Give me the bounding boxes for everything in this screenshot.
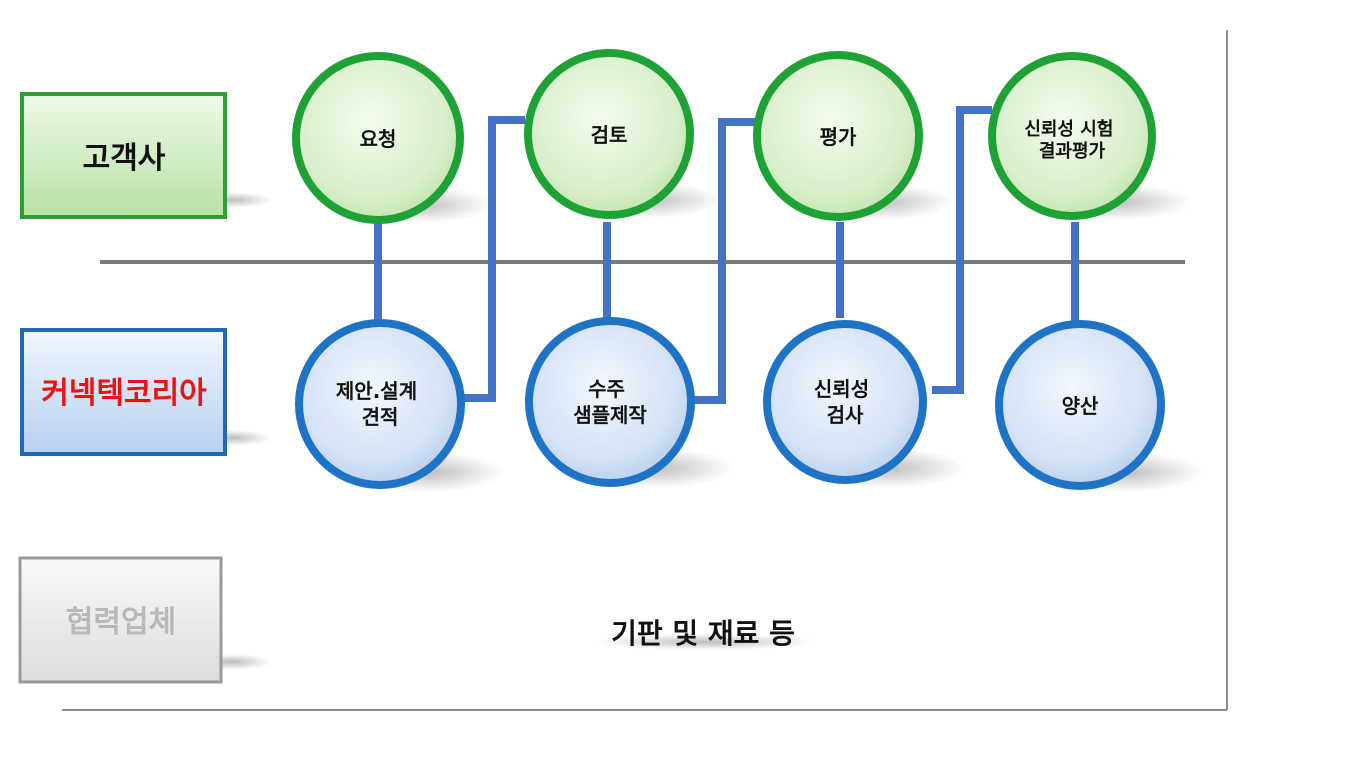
step-circle xyxy=(995,320,1165,490)
lane-partner-label: 협력업체 xyxy=(66,605,176,640)
connector-proposal-to-review xyxy=(463,116,525,402)
step-label: 수주 샘플제작 xyxy=(573,377,647,427)
step-circle xyxy=(753,51,923,221)
lane-customer-box xyxy=(20,92,227,219)
lane-partner: 협력업체 xyxy=(18,556,272,684)
step-label-line: 신뢰성 xyxy=(814,377,869,401)
customer-step-review: 검토 xyxy=(524,49,722,219)
step-label: 양산 xyxy=(1062,394,1099,418)
connectors xyxy=(374,106,1079,404)
step-label: 신뢰성 시험 결과평가 xyxy=(1024,118,1119,162)
connector-order-to-evaluation xyxy=(692,118,755,404)
step-label-line: 결과평가 xyxy=(1039,141,1106,162)
connector-inspection-to-test xyxy=(932,106,992,394)
step-label-line: 양산 xyxy=(1062,394,1099,418)
step-label-line: 평가 xyxy=(820,125,857,149)
step-label-line: 견적 xyxy=(362,405,399,429)
customer-step-reliability-test: 신뢰성 시험 결과평가 xyxy=(988,52,1191,220)
lane-customer-label: 고객사 xyxy=(83,141,166,176)
materials-shadow xyxy=(595,634,815,650)
step-circle xyxy=(525,317,695,487)
step-label-line: 제안.설계 xyxy=(336,379,417,403)
step-label: 요청 xyxy=(360,127,397,151)
step-label-line: 검토 xyxy=(591,123,628,147)
step-circle xyxy=(295,319,465,489)
lane-company-label: 커넥텍코리아 xyxy=(41,376,207,411)
materials-label: 기판 및 재료 등 xyxy=(611,617,795,650)
step-label-line: 검사 xyxy=(827,403,864,427)
step-label: 신뢰성 검사 xyxy=(814,377,876,427)
step-circle xyxy=(763,320,927,484)
lane-company: 커넥텍코리아 xyxy=(20,328,272,456)
customer-step-request: 요청 xyxy=(292,52,492,224)
step-label: 제안.설계 견적 xyxy=(336,379,424,429)
step-label-line: 신뢰성 시험 xyxy=(1024,118,1113,140)
step-label-line: 샘플제작 xyxy=(573,403,647,427)
step-label-line: 요청 xyxy=(360,127,397,151)
company-step-inspection: 신뢰성 검사 xyxy=(763,320,964,488)
step-label: 검토 xyxy=(591,123,628,147)
step-label-line: 수주 xyxy=(588,377,625,401)
lane-customer: 고객사 xyxy=(20,92,272,219)
lane-partner-box xyxy=(18,556,223,684)
step-circle xyxy=(292,52,464,224)
customer-step-evaluation: 평가 xyxy=(753,51,952,221)
step-circle xyxy=(524,49,694,219)
step-label: 평가 xyxy=(820,125,857,149)
company-step-order: 수주 샘플제작 xyxy=(525,317,732,488)
lane-company-box xyxy=(20,328,227,456)
step-circle xyxy=(988,52,1156,220)
company-step-mass-production: 양산 xyxy=(995,320,1203,492)
company-step-proposal: 제안.설계 견적 xyxy=(295,319,504,492)
